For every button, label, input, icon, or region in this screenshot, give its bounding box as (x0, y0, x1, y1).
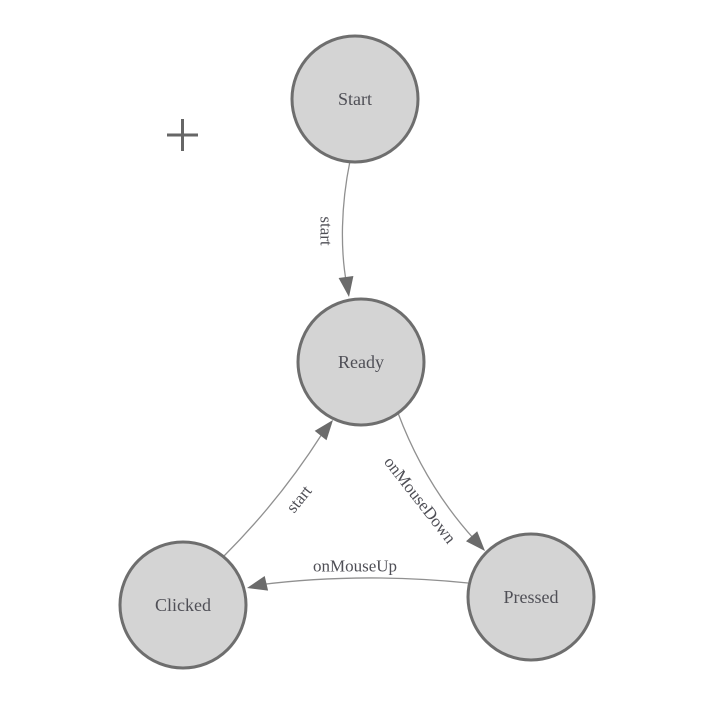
edge-label-ready-to-pressed: onMouseDown (380, 453, 460, 548)
plus-icon[interactable] (167, 119, 198, 151)
edge-pressed-to-clicked[interactable]: onMouseUp (247, 557, 469, 591)
edge-path[interactable] (397, 412, 475, 540)
node-pressed[interactable]: Pressed (466, 532, 596, 662)
edge-path[interactable] (341, 160, 351, 287)
arrowhead-icon (247, 576, 269, 591)
edge-ready-to-pressed[interactable]: onMouseDown (380, 412, 485, 551)
node-label-ready: Ready (338, 352, 384, 372)
node-circle[interactable] (290, 34, 420, 164)
edge-label-pressed-to-clicked: onMouseUp (313, 557, 397, 576)
arrowhead-icon (466, 531, 485, 551)
node-circle[interactable] (118, 540, 248, 670)
node-start[interactable]: Start (290, 34, 420, 164)
arrowhead-icon (338, 276, 354, 297)
node-circle[interactable] (466, 532, 596, 662)
node-label-start: Start (338, 89, 372, 109)
node-clicked[interactable]: Clicked (118, 540, 248, 670)
edge-clicked-to-ready[interactable]: start (223, 420, 333, 557)
edge-path[interactable] (257, 577, 469, 586)
edge-path[interactable] (223, 433, 323, 557)
node-circle[interactable] (296, 297, 426, 427)
edge-label-clicked-to-ready: start (282, 481, 315, 516)
node-label-pressed: Pressed (504, 587, 559, 607)
node-ready[interactable]: Ready (296, 297, 426, 427)
node-label-clicked: Clicked (155, 595, 211, 615)
edge-label-start-to-ready: start (317, 216, 336, 246)
edge-start-to-ready[interactable]: start (317, 160, 354, 297)
arrowhead-icon (314, 420, 333, 441)
